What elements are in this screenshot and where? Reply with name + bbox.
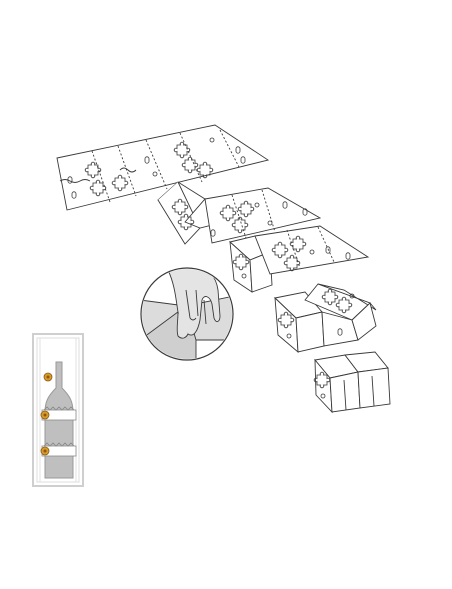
- third-fold: [274, 283, 377, 354]
- bracket-icon: [40, 446, 50, 456]
- hand-pressing-tab: [140, 267, 234, 361]
- bracket-icon: [43, 372, 53, 382]
- first-fold: [157, 181, 322, 245]
- second-fold: [229, 225, 370, 293]
- bracket-icon: [40, 410, 50, 420]
- folded-insert: [313, 351, 391, 414]
- wine-cabinet-with-bottle: [32, 333, 84, 487]
- flat-cardboard-sheet: [56, 124, 270, 211]
